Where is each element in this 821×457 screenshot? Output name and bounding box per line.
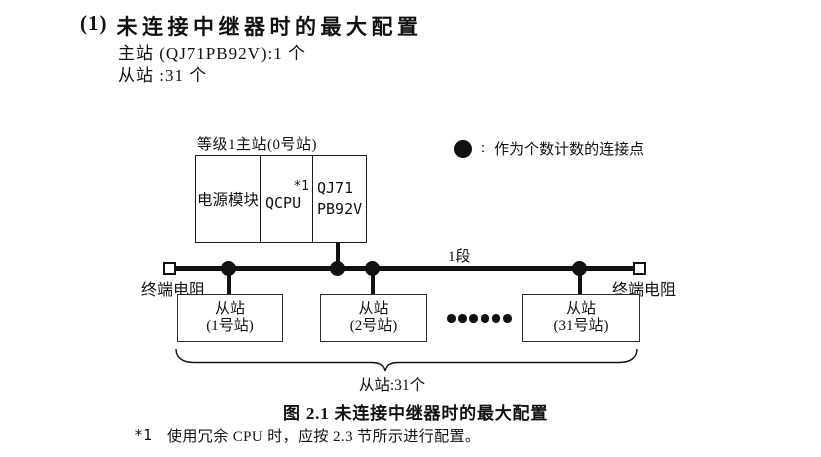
- slave-total-label: 从站:31个: [358, 377, 426, 394]
- segment-label: 1段: [448, 249, 471, 265]
- cpu-footnote-marker: *1: [293, 178, 309, 194]
- slave-box-2: 从站 (2号站): [320, 294, 427, 342]
- master-drop-line: [336, 242, 340, 267]
- terminator-square-left: [163, 262, 176, 275]
- slave-box-1: 从站 (1号站): [177, 294, 283, 342]
- footnote-marker: *1: [134, 426, 153, 444]
- master-station-box: 电源模块 *1 QCPU QJ71 PB92V: [195, 155, 367, 243]
- slave-name: 从站: [214, 301, 245, 317]
- section-heading: (1) 未连接中继器时的最大配置: [80, 11, 423, 41]
- slave-station: (31号站): [553, 318, 609, 334]
- power-module-cell: 电源模块: [196, 156, 261, 242]
- connection-point-dot: [330, 261, 345, 276]
- pb92v-line2: PB92V: [317, 200, 363, 218]
- slave-count-line: 从站 :31 个: [118, 66, 208, 85]
- terminator-square-right: [633, 262, 646, 275]
- bus-line: [176, 266, 635, 271]
- pb92v-line1: QJ71: [317, 179, 354, 197]
- pb92v-module-cell: QJ71 PB92V: [313, 156, 366, 242]
- footnote-text: 使用冗余 CPU 时，应按 2.3 节所示进行配置。: [167, 429, 481, 445]
- section-title: 未连接中继器时的最大配置: [116, 15, 423, 39]
- slave1-drop-line: [227, 270, 231, 295]
- legend-label: 作为个数计数的连接点: [494, 142, 645, 158]
- figure-caption: 图 2.1 未连接中继器时的最大配置: [283, 404, 549, 423]
- legend: : 作为个数计数的连接点: [454, 138, 644, 159]
- section-number: (1): [80, 11, 108, 35]
- underbrace: [175, 349, 638, 372]
- cpu-label: QCPU: [265, 194, 302, 213]
- connection-point-dot: [572, 261, 587, 276]
- slave-name: 从站: [358, 301, 389, 317]
- slave-name: 从站: [565, 301, 596, 317]
- slave-station: (1号站): [206, 318, 254, 334]
- slave31-drop-line: [578, 270, 582, 295]
- master-count-line: 主站 (QJ71PB92V):1 个: [118, 44, 307, 63]
- slave-station: (2号站): [349, 318, 398, 334]
- legend-colon: :: [481, 140, 486, 156]
- connection-point-dot: [365, 261, 380, 276]
- ellipsis-dots: [447, 314, 512, 323]
- connection-point-icon: [454, 139, 472, 158]
- cpu-cell: *1 QCPU: [261, 156, 313, 242]
- connection-point-dot: [221, 261, 236, 276]
- slave-box-31: 从站 (31号站): [522, 294, 640, 342]
- slave2-drop-line: [371, 270, 375, 295]
- master-station-label: 等级1主站(0号站): [197, 137, 317, 153]
